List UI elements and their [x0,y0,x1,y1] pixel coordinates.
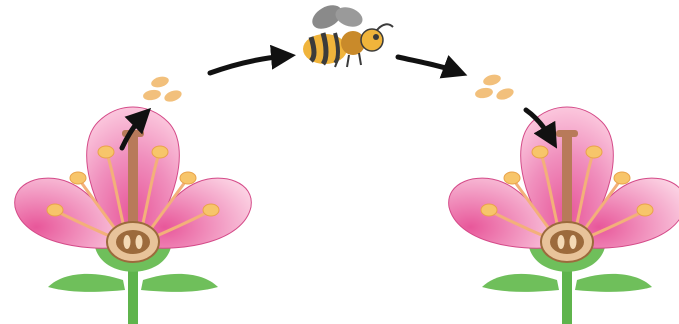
bee-icon [303,0,393,67]
pollen-cluster-rising [142,75,183,104]
pollen-icon [474,73,515,102]
pollen-icon [142,75,183,104]
arrow-pollen-to-bee [210,56,286,73]
target-flower [449,107,679,324]
bee [303,0,393,67]
source-flower [15,107,252,324]
flower-icon [15,107,252,324]
arrow-bee-to-pollen [398,57,458,72]
flower-icon [449,107,679,324]
pollen-cluster-falling [474,73,515,102]
